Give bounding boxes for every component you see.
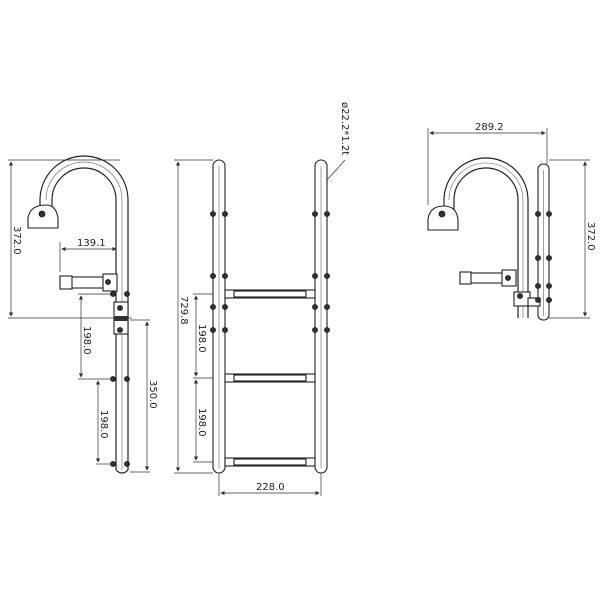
dim-198-front-1: 198.0 (196, 324, 207, 353)
dim-372-side: 372.0 (11, 226, 22, 255)
dim-372-folded: 372.0 (585, 222, 596, 251)
tube-spec-leader (326, 159, 346, 181)
dim-198-side-1: 198.0 (81, 326, 92, 355)
dim-198-front-2: 198.0 (196, 408, 207, 437)
dim-729-8: 729.8 (178, 296, 189, 325)
steps (224, 289, 316, 467)
dim-139-1: 139.1 (77, 238, 106, 249)
rung-bolts (110, 291, 130, 467)
dim-198-side-2: 198.0 (98, 410, 109, 439)
dim-350: 350.0 (147, 380, 158, 409)
dim-289-2: 289.2 (475, 122, 504, 133)
front-view: 729.8 198.0 198.0 228.0 ø22.2*1.2t (174, 102, 350, 496)
tube-spec-label: ø22.2*1.2t (339, 102, 350, 155)
folded-view: 289.2 372.0 (427, 122, 596, 321)
dim-228: 228.0 (256, 482, 285, 493)
side-view: 372.0 139.1 198.0 198.0 350.0 (8, 155, 158, 474)
rail-bolts (210, 211, 330, 333)
